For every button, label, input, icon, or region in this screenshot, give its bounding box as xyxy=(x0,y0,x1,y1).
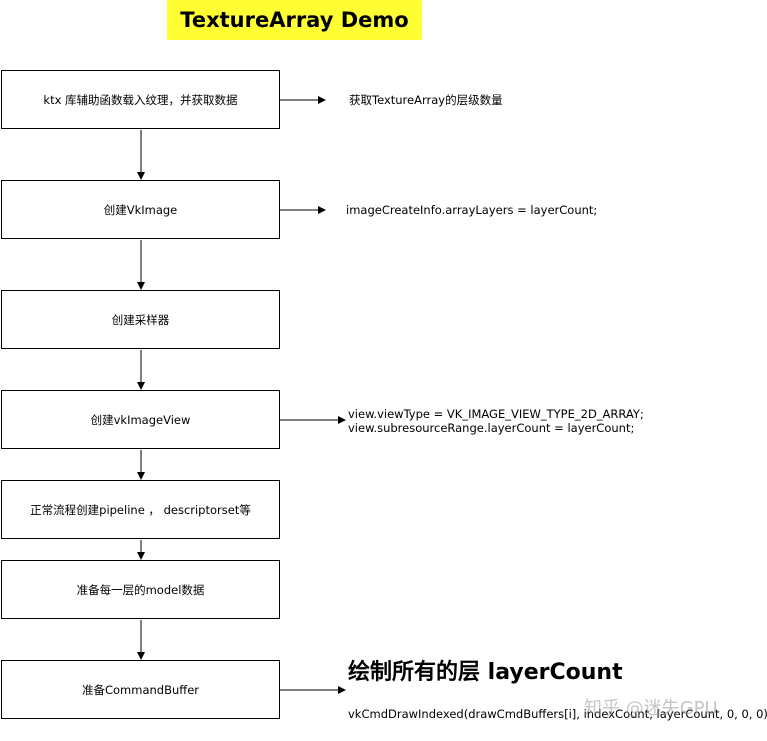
note-array-layers: imageCreateInfo.arrayLayers = layerCount… xyxy=(346,203,598,217)
note-layer-count: 获取TextureArray的层级数量 xyxy=(349,93,503,107)
note-view-type: view.viewType = VK_IMAGE_VIEW_TYPE_2D_AR… xyxy=(348,407,644,435)
note-draw-indexed: vkCmdDrawIndexed(drawCmdBuffers[i], inde… xyxy=(348,707,767,721)
step-create-sampler: 创建采样器 xyxy=(1,290,280,349)
step-prepare-model-data: 准备每一层的model数据 xyxy=(1,560,280,619)
draw-all-layers-heading: 绘制所有的层 layerCount xyxy=(348,660,623,685)
step-create-pipeline: 正常流程创建pipeline ， descriptorset等 xyxy=(1,480,280,539)
step-create-vkimage: 创建VkImage xyxy=(1,180,280,239)
watermark: 知乎 @迷失GPU xyxy=(584,698,718,719)
diagram-title: TextureArray Demo xyxy=(167,0,422,40)
step-load-texture: ktx 库辅助函数载入纹理，并获取数据 xyxy=(1,70,280,129)
step-create-imageview: 创建vkImageView xyxy=(1,390,280,449)
step-prepare-commandbuffer: 准备CommandBuffer xyxy=(1,660,280,719)
